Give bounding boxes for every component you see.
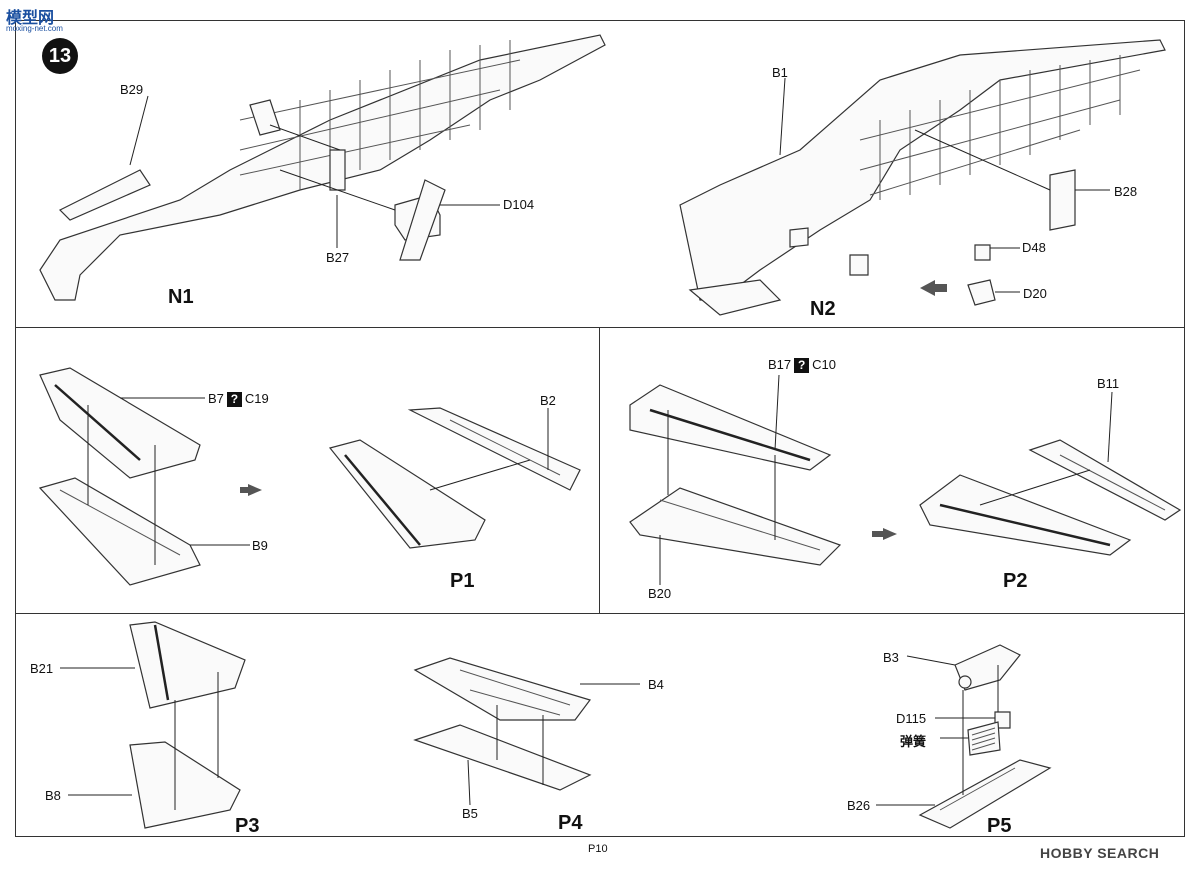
label-b17: B17	[768, 357, 792, 372]
label-c19: C19	[244, 391, 269, 406]
step-title-n2: N2	[810, 298, 836, 320]
watermark-hobby-search: HOBBY SEARCH	[1040, 845, 1160, 861]
step-title-p5: P5	[987, 815, 1012, 837]
label-b3: B3	[883, 650, 899, 665]
label-b9: B9	[252, 538, 268, 553]
step-number-badge: 13	[42, 38, 78, 74]
step-title-p3: P3	[235, 815, 260, 837]
label-c10: C10	[812, 357, 836, 372]
label-b17-choice: B17?C10	[768, 357, 836, 374]
p2-tail-parts	[629, 384, 1182, 566]
p4-elevator-parts	[413, 657, 592, 791]
label-d20: D20	[1023, 286, 1047, 301]
label-b27: B27	[326, 250, 350, 265]
step-title-p1: P1	[450, 570, 475, 592]
panel-p3-p5	[15, 613, 1185, 837]
label-b7: B7	[208, 391, 224, 406]
label-d104: D104	[503, 197, 535, 212]
p1-tail-parts	[38, 367, 581, 586]
label-b26: B26	[847, 798, 871, 813]
n1-fuselage-drawing	[39, 34, 606, 301]
n2-fuselage-drawing	[679, 39, 1166, 316]
step-title-p2: P2	[1003, 570, 1028, 592]
choice-icon: ?	[226, 392, 242, 408]
label-b11: B11	[1097, 376, 1120, 391]
label-b2: B2	[540, 393, 556, 408]
p3-tail-parts	[129, 621, 246, 829]
label-b21: B21	[30, 661, 54, 676]
step-title-n1: N1	[168, 286, 194, 308]
choice-icon: ?	[794, 358, 810, 374]
label-b5: B5	[462, 806, 478, 821]
site-logo: 模型网	[6, 10, 55, 27]
step-title-p4: P4	[558, 812, 583, 834]
label-b28: B28	[1114, 184, 1138, 199]
label-b1: B1	[772, 65, 788, 80]
site-logo-url: moxing-net.com	[6, 24, 63, 33]
label-b7-choice: B7?C19	[208, 391, 269, 408]
label-b29: B29	[120, 82, 144, 97]
label-b8: B8	[45, 788, 61, 803]
label-b4: B4	[648, 677, 664, 692]
label-d48: D48	[1022, 240, 1046, 255]
label-spring: 弹簧	[900, 734, 927, 749]
p5-mechanism-parts	[918, 644, 1052, 829]
page-number: P10	[588, 843, 608, 855]
label-b20: B20	[648, 586, 672, 601]
label-d115: D115	[896, 711, 927, 726]
